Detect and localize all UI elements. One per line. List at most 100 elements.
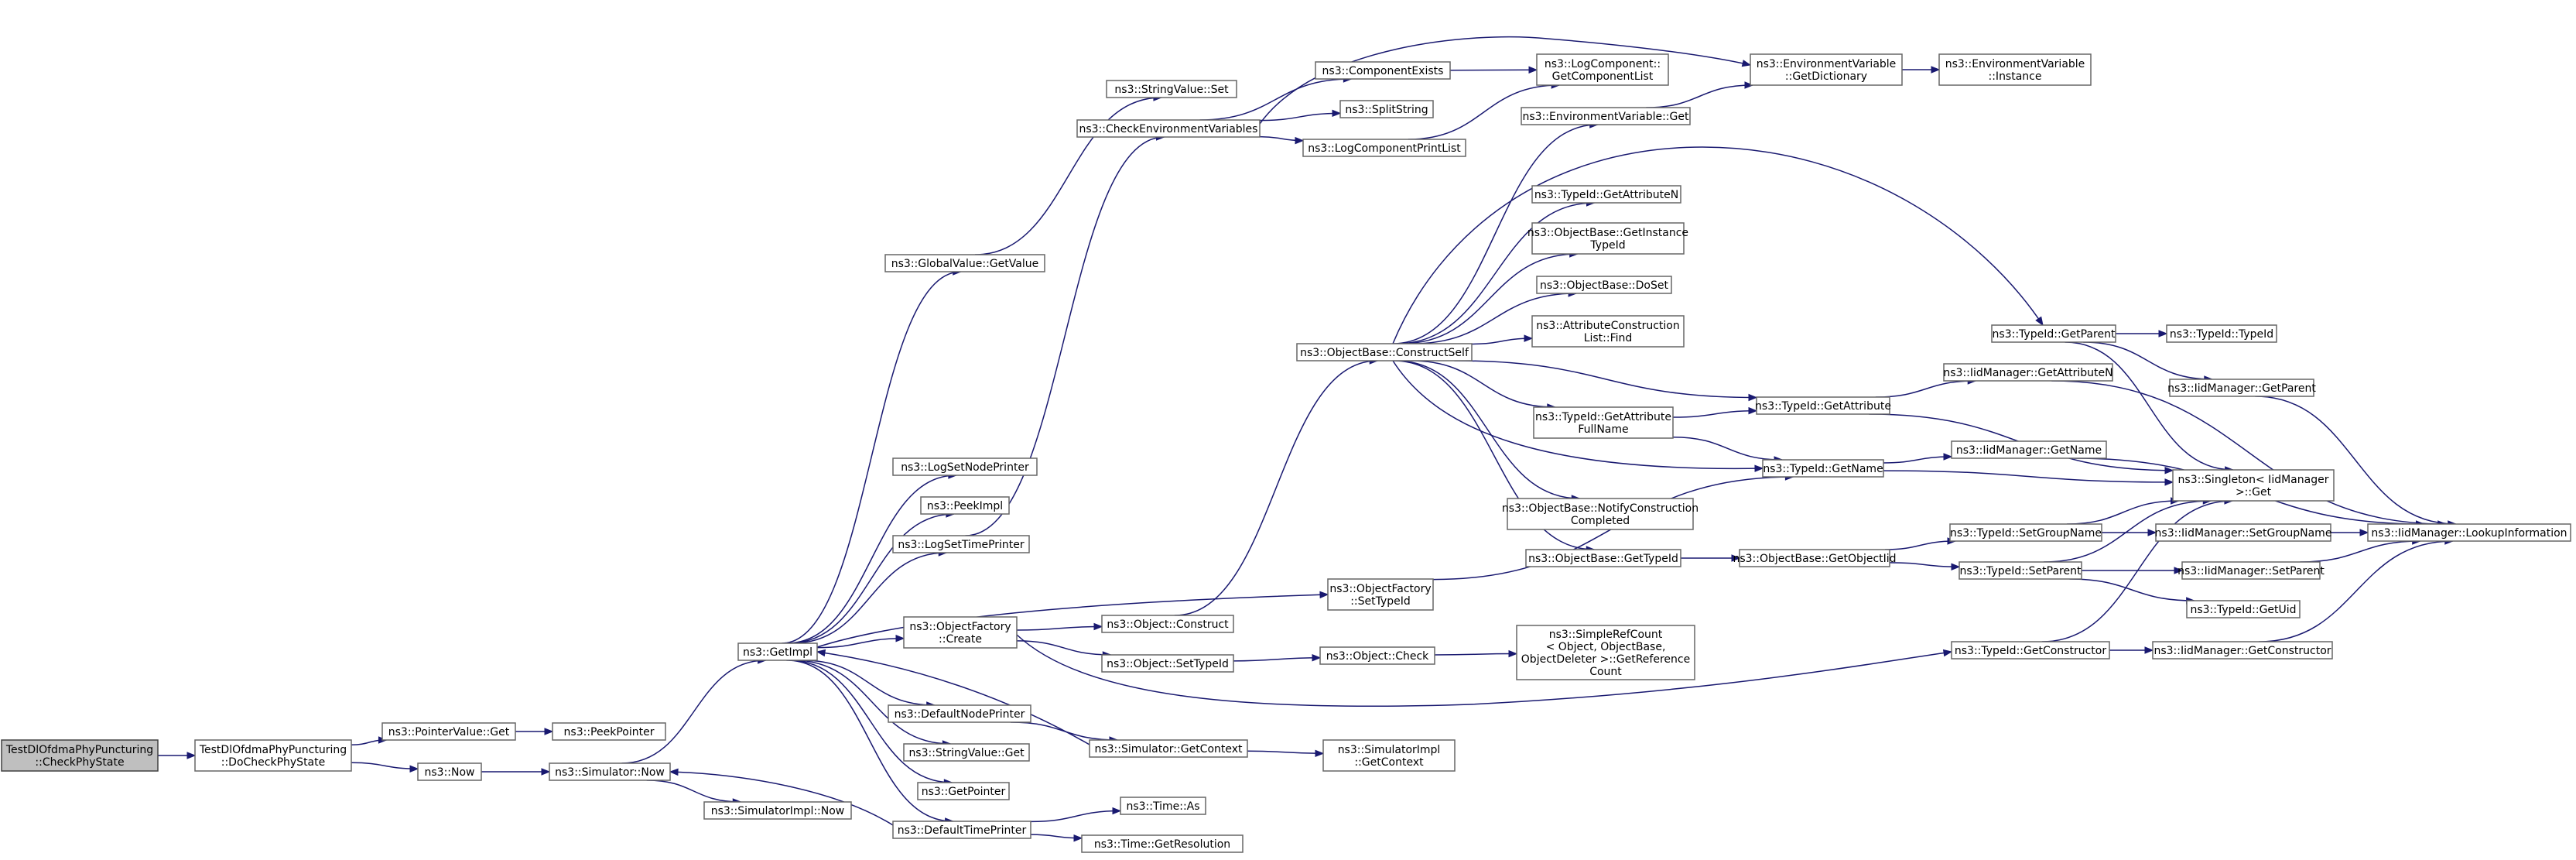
node-box [381, 722, 516, 741]
node-label: ns3::GlobalValue::GetValue [891, 258, 1038, 270]
node-label: ns3::IidManager::GetAttributeN [1943, 367, 2112, 379]
edge-line [2255, 396, 2456, 525]
graph-node[interactable]: ns3::DefaultTimePrinter [892, 821, 1031, 839]
graph-node[interactable]: ns3::TypeId::GetUid [2186, 600, 2301, 618]
graph-node[interactable]: ns3::SimpleRefCount< Object, ObjectBase,… [1516, 625, 1695, 680]
graph-node[interactable]: ns3::LogSetNodePrinter [892, 457, 1038, 476]
graph-node[interactable]: ns3::GetPointer [917, 782, 1010, 800]
root-node[interactable]: TestDlOfdmaPhyPuncturing::CheckPhyState [1, 739, 159, 772]
graph-node[interactable]: TestDlOfdmaPhyPuncturing::DoCheckPhyStat… [194, 739, 352, 772]
graph-node[interactable]: ns3::LogComponentPrintList [1302, 139, 1466, 157]
graph-node[interactable]: ns3::DefaultNodePrinter [888, 704, 1031, 723]
node-box [1296, 343, 1473, 361]
node-label: ns3::ObjectBase::GetTypeId [1528, 553, 1678, 565]
graph-node[interactable]: ns3::EnvironmentVariable::Instance [1938, 53, 2092, 86]
node-label: ns3::Singleton< IidManager [2178, 474, 2329, 486]
node-box [194, 739, 352, 772]
graph-node[interactable]: ns3::StringValue::Get [903, 743, 1030, 762]
edge-arrowhead [895, 634, 905, 642]
edge-line [1883, 456, 1952, 464]
graph-node[interactable]: ns3::ObjectFactory::Create [903, 616, 1018, 649]
graph-node[interactable]: ns3::ObjectBase::DoSet [1536, 276, 1672, 294]
node-label: ns3::EnvironmentVariable [1945, 58, 2085, 70]
node-label: ns3::ComponentExists [1322, 65, 1444, 77]
graph-node[interactable]: ns3::SimulatorImpl::GetContext [1322, 739, 1456, 772]
graph-node[interactable]: ns3::TypeId::GetConstructor [1951, 641, 2110, 660]
graph-node[interactable]: ns3::IidManager::LookupInformation [2367, 523, 2571, 542]
node-label: ns3::EnvironmentVariable::Get [1523, 111, 1689, 123]
graph-node[interactable]: ns3::IidManager::GetConstructor [2152, 641, 2333, 660]
graph-node[interactable]: ns3::IidManager::SetParent [2177, 561, 2325, 580]
edge-n53-to-n54 [2330, 529, 2369, 536]
edge-arrowhead [1093, 622, 1103, 631]
graph-node[interactable]: ns3::TypeId::TypeId [2166, 324, 2277, 343]
edge-n1-to-n4 [351, 762, 419, 773]
graph-node[interactable]: ns3::PeekPointer [552, 722, 666, 741]
graph-node[interactable]: ns3::IidManager::SetGroupName [2155, 523, 2332, 542]
edge-arrowhead [1073, 834, 1083, 842]
node-box [1120, 797, 1206, 815]
node-label: ObjectDeleter >::GetReference [1521, 653, 1690, 666]
graph-node[interactable]: ns3::ObjectBase::NotifyConstructionCompl… [1502, 498, 1699, 530]
graph-node[interactable]: ns3::Object::SetTypeId [1101, 654, 1234, 673]
graph-node[interactable]: ns3::Now [417, 762, 482, 781]
graph-node[interactable]: ns3::TypeId::GetName [1762, 459, 1884, 478]
graph-node[interactable]: ns3::ObjectBase::ConstructSelf [1296, 343, 1473, 361]
graph-node[interactable]: ns3::ObjectFactory::SetTypeId [1327, 578, 1434, 611]
node-label: ::DoCheckPhyState [221, 756, 326, 769]
edge-arrowhead [1748, 393, 1758, 402]
node-box [1531, 222, 1685, 255]
node-box [1507, 498, 1694, 530]
graph-node[interactable]: ns3::EnvironmentVariable::GetDictionary [1750, 53, 1903, 86]
node-box [920, 496, 1010, 515]
edge-line [789, 660, 953, 783]
node-box [1521, 107, 1691, 125]
graph-node[interactable]: ns3::GlobalValue::GetValue [884, 254, 1045, 272]
graph-node[interactable]: ns3::StringValue::Set [1106, 80, 1237, 98]
graph-node[interactable]: ns3::CheckEnvironmentVariables [1076, 119, 1261, 138]
node-label: ns3::TypeId::GetAttribute [1755, 400, 1891, 413]
graph-node[interactable]: ns3::LogSetTimePrinter [892, 535, 1030, 553]
edge-line [816, 651, 1090, 745]
graph-node[interactable]: ns3::EnvironmentVariable::Get [1521, 107, 1691, 125]
graph-node[interactable]: ns3::TypeId::SetGroupName [1949, 523, 2102, 542]
graph-node[interactable]: ns3::TypeId::GetAttributeN [1531, 185, 1681, 204]
graph-node[interactable]: ns3::Simulator::GetContext [1089, 739, 1248, 758]
graph-node[interactable]: ns3::IidManager::GetParent [2167, 379, 2316, 397]
edge-line [1408, 84, 1560, 140]
edge-line [669, 771, 894, 826]
graph-node[interactable]: ns3::TypeId::GetParent [1991, 324, 2116, 343]
graph-node[interactable]: ns3::IidManager::GetName [1951, 440, 2107, 459]
graph-node[interactable]: ns3::ObjectBase::GetTypeId [1525, 549, 1681, 567]
graph-node[interactable]: ns3::SimulatorImpl::Now [703, 801, 852, 820]
node-label: List::Find [1584, 332, 1633, 344]
node-box [2152, 641, 2333, 660]
graph-node[interactable]: ns3::IidManager::GetAttributeN [1943, 363, 2113, 382]
graph-node[interactable]: ns3::Object::Check [1319, 646, 1435, 665]
graph-node[interactable]: ns3::Object::Construct [1101, 615, 1234, 633]
node-label: >::Get [2236, 486, 2272, 499]
graph-node[interactable]: ns3::SplitString [1339, 100, 1434, 118]
edge-n5-to-n7 [621, 656, 767, 764]
graph-node[interactable]: ns3::PeekImpl [920, 496, 1010, 515]
edge-n45-to-n55 [1889, 562, 1961, 570]
graph-node[interactable]: ns3::TypeId::GetAttribute [1755, 396, 1891, 415]
graph-node[interactable]: ns3::Time::As [1120, 797, 1206, 815]
graph-node[interactable]: ns3::TypeId::SetParent [1959, 561, 2082, 580]
node-label: ::GetContext [1354, 756, 1424, 769]
graph-node[interactable]: ns3::ComponentExists [1315, 61, 1451, 80]
graph-node[interactable]: ns3::GetImpl [737, 642, 818, 661]
graph-node[interactable]: ns3::Singleton< IidManager>::Get [2172, 469, 2335, 502]
graph-node[interactable]: ns3::PointerValue::Get [381, 722, 516, 741]
graph-node[interactable]: ns3::LogComponent::GetComponentList [1536, 53, 1669, 86]
graph-node[interactable]: ns3::Time::GetResolution [1081, 834, 1244, 853]
graph-node[interactable]: ns3::ObjectBase::GetObjectIid [1733, 549, 1897, 567]
edge-n25-to-n5 [669, 768, 894, 826]
edge-arrowhead [541, 768, 551, 776]
edge-line [1889, 562, 1960, 567]
edge-line [1016, 640, 1111, 656]
graph-node[interactable]: ns3::Simulator::Now [549, 762, 671, 781]
